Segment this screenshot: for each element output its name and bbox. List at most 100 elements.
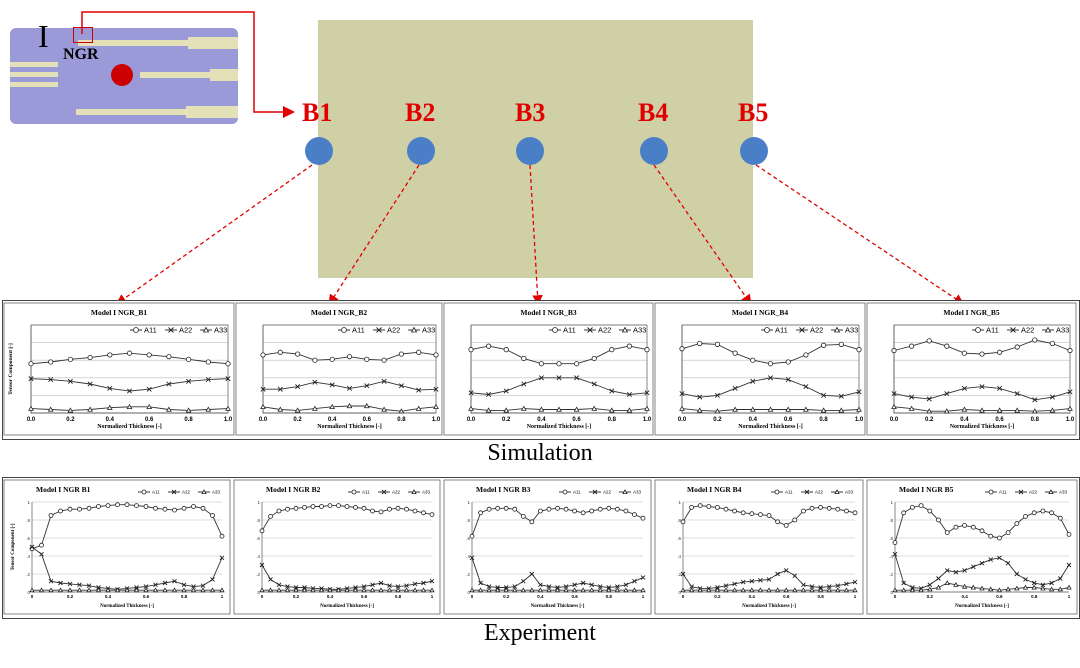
data-point [28,376,34,382]
data-point [429,512,435,517]
data-point [856,389,862,395]
y-tick-label: 0 [467,590,470,595]
data-point [520,514,526,519]
data-point [817,587,824,593]
data-point [381,378,387,384]
data-point [572,508,577,514]
data-point [826,587,832,593]
data-point [318,587,325,593]
data-point [732,385,738,391]
data-point [503,407,510,413]
x-tick-label: 0.6 [361,594,368,599]
data-point [421,510,426,516]
x-tick-label: 0.4 [749,417,758,423]
data-point [166,381,172,387]
data-point [803,352,809,358]
legend-marker [171,489,177,495]
data-point [918,503,924,509]
data-point [852,587,858,593]
data-point [758,512,763,517]
x-axis-label: Normalized Thickness [-] [742,604,796,609]
data-point [927,586,933,592]
data-point [512,506,518,512]
data-point [591,355,597,362]
data-point [344,587,350,593]
legend-marker [1018,489,1024,495]
data-point [632,578,637,584]
data-point [740,587,746,593]
data-point [105,587,111,593]
data-point [801,508,806,514]
data-point [39,551,44,557]
data-point [86,583,92,589]
x-tick-label: 1.0 [432,417,441,423]
data-point [953,524,959,530]
data-point [48,513,54,518]
data-point [809,505,815,511]
legend-label: A11 [986,326,999,335]
data-point [1057,515,1063,521]
data-point [970,564,976,570]
data-point [615,584,620,589]
data-point [979,560,985,566]
data-point [209,587,216,593]
data-point [503,388,509,394]
data-point [891,391,897,397]
data-point [546,506,552,512]
experiment-row [2,477,1080,619]
data-point [679,391,685,397]
x-axis-label: Normalized Thickness [-] [531,604,585,609]
data-point [181,505,187,511]
data-point [792,573,798,579]
data-point [783,587,789,593]
runner-bar [188,37,238,49]
data-point [580,510,586,516]
chart-title: Model I NGR B1 [36,485,91,494]
data-point [329,382,335,388]
data-point [190,587,197,593]
legend-label: A11 [352,326,365,335]
y-tick-label: .6 [677,536,681,541]
legend-marker [351,489,357,495]
data-point [1040,582,1046,588]
data-point [623,587,629,593]
chart-title: Model I NGR_B4 [732,308,789,317]
data-point [792,517,798,523]
data-point [1023,577,1028,582]
legend-label: A33 [422,326,435,335]
data-point [346,402,353,409]
data-point [352,587,359,593]
legend-marker [381,489,387,495]
data-point [631,587,638,593]
legend-marker [141,489,147,495]
legend-marker [168,327,174,333]
data-point [277,386,283,392]
legend-label: A33 [214,326,227,335]
data-point [926,338,932,344]
measurement-point-b5 [740,137,768,165]
data-point [327,503,333,509]
x-tick-label: 1.0 [224,417,233,423]
data-point [640,515,646,521]
data-point [96,504,101,509]
legend-marker [799,327,805,333]
data-point [1005,560,1011,566]
data-point [370,508,375,514]
data-point [433,386,439,392]
legend-marker [975,327,981,333]
data-point [943,408,950,414]
data-point [87,354,93,361]
data-point [259,528,265,534]
y-tick-label: .8 [26,518,30,523]
x-tick-label: 0.4 [537,594,544,599]
series-line-a11 [471,507,644,537]
data-point [785,359,791,365]
data-point [820,342,827,348]
data-point [146,352,152,358]
chart-frame [233,479,441,615]
data-point [714,408,721,414]
